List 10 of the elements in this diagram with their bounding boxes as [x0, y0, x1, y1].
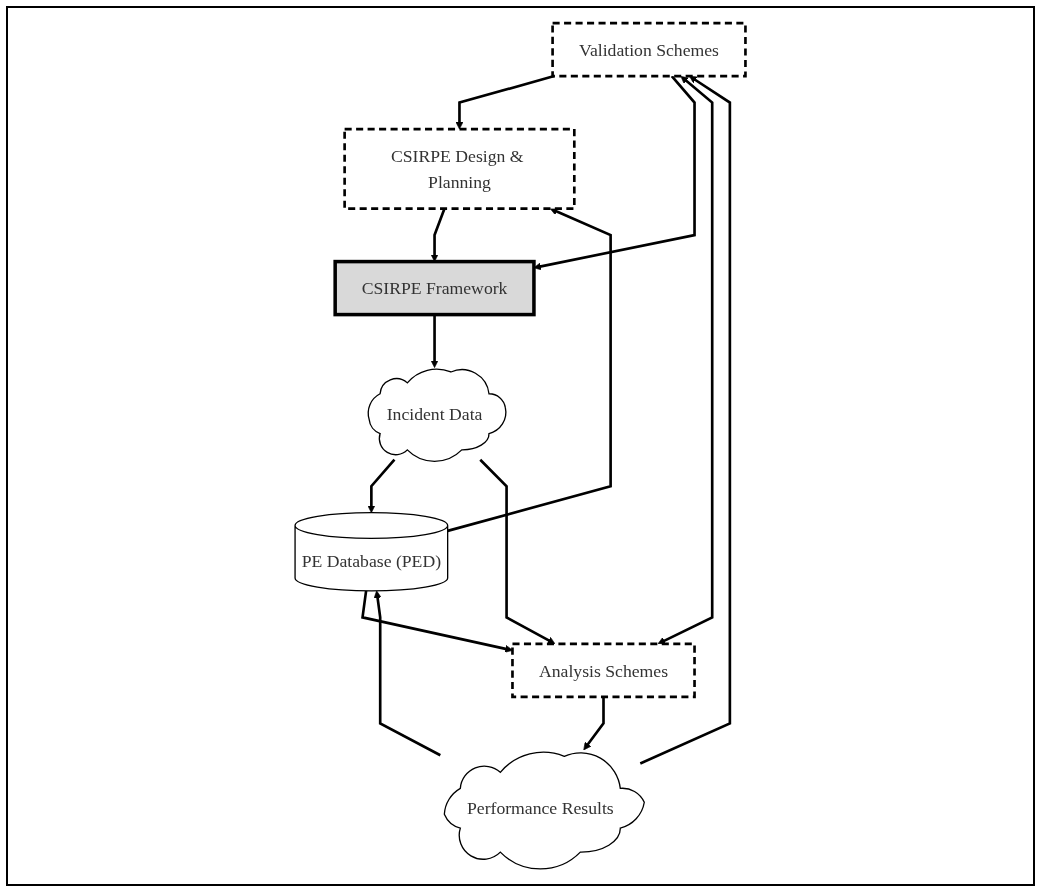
- arrow: [367, 458, 396, 514]
- arrow: [430, 314, 439, 368]
- node-box: Validation Schemes: [551, 21, 747, 78]
- node-box: CSIRPE Design & Planning: [343, 127, 576, 210]
- arrow: [583, 696, 606, 751]
- arrow: [455, 74, 555, 130]
- arrow: [430, 208, 446, 262]
- node-box: CSIRPE Framework: [333, 259, 536, 317]
- arrow: [373, 590, 442, 757]
- node-box: Analysis Schemes: [511, 642, 697, 699]
